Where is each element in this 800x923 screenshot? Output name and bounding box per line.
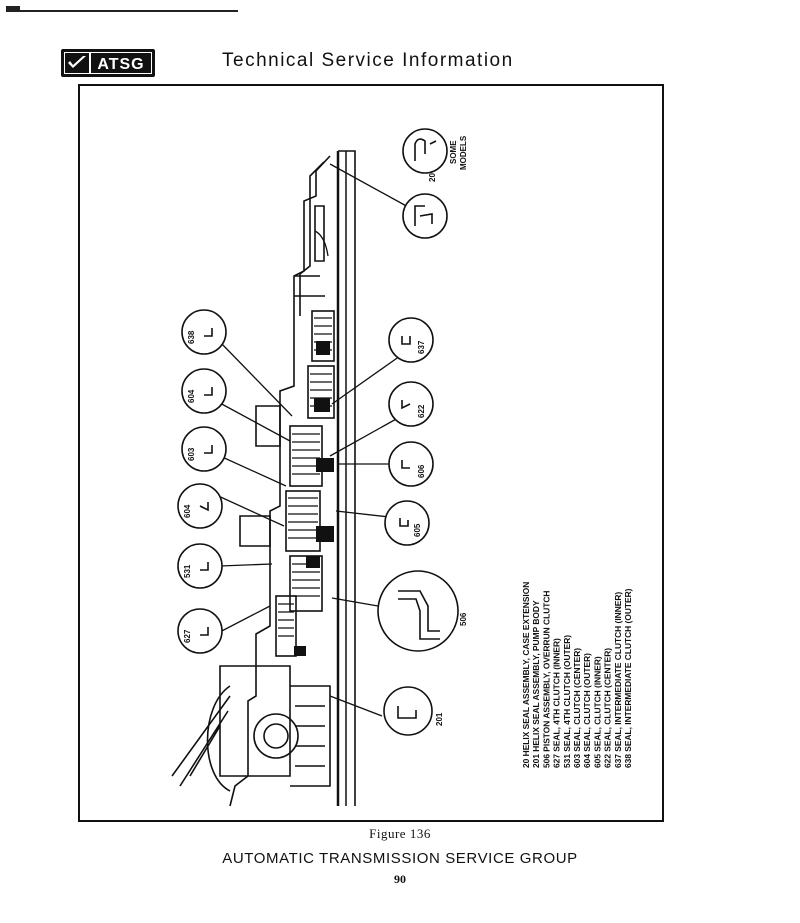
callout-606: 606 (417, 464, 426, 478)
callout-531: 531 (183, 564, 192, 578)
seal-profile-icons (199, 138, 440, 719)
callout-leaders (213, 163, 411, 717)
legend-item: 605 SEAL, CLUTCH (INNER) (592, 656, 602, 768)
header-title: Technical Service Information (222, 50, 514, 71)
atsg-logo: ATSG (61, 49, 155, 77)
legend-item: 637 SEAL, INTERMEDIATE CLUTCH (INNER) (613, 592, 623, 768)
callout-20: 20 (428, 173, 437, 182)
figure-frame (78, 84, 664, 822)
legend-item: 20 HELIX SEAL ASSEMBLY, CASE EXTENSION (522, 582, 531, 768)
callout-622: 622 (417, 404, 426, 418)
legend-item: 622 SEAL, CLUTCH (CENTER) (603, 648, 613, 768)
legend-item: 638 SEAL, INTERMEDIATE CLUTCH (OUTER) (623, 588, 633, 768)
footer-title: AUTOMATIC TRANSMISSION SERVICE GROUP (222, 850, 578, 867)
transmission-cross-section-drawing: 20 SOME MODELS 637 622 606 605 506 201 6… (171, 128, 468, 807)
figure-caption: Figure 136 (369, 826, 431, 841)
legend-item: 531 SEAL, 4TH CLUTCH (OUTER) (562, 635, 572, 768)
legend-item: 603 SEAL, CLUTCH (CENTER) (572, 648, 582, 768)
callout-506: 506 (459, 612, 468, 626)
callout-circles-right (377, 128, 459, 736)
callout-201: 201 (435, 712, 444, 726)
transmission-housing (171, 150, 356, 807)
callout-637: 637 (417, 340, 426, 354)
legend-item: 201 HELIX SEAL ASSEMBLY, PUMP BODY (531, 600, 541, 768)
callout-some-models-line1: SOME (449, 140, 458, 164)
callout-labels: 20 SOME MODELS 637 622 606 605 506 201 6… (183, 135, 468, 726)
callout-604-upper: 604 (187, 389, 196, 403)
callout-circles-left (177, 309, 227, 654)
callout-627: 627 (183, 629, 192, 643)
logo-text: ATSG (97, 56, 144, 73)
callout-603: 603 (187, 447, 196, 461)
callout-604-lower: 604 (183, 504, 192, 518)
callout-638: 638 (187, 330, 196, 344)
solid-sections (294, 341, 334, 656)
callout-some-models-line2: MODELS (459, 135, 468, 170)
legend-item: 627 SEAL, 4TH CLUTCH (INNER) (552, 638, 562, 768)
page-number: 90 (394, 872, 406, 886)
page-top-rule (6, 10, 238, 12)
page-corner-mark (6, 6, 20, 10)
callout-605: 605 (413, 523, 422, 537)
legend-item: 604 SEAL, CLUTCH (OUTER) (582, 653, 592, 768)
checkmark-icon (68, 56, 86, 68)
legend-item: 506 PISTON ASSEMBLY, OVERRUN CLUTCH (541, 591, 551, 768)
